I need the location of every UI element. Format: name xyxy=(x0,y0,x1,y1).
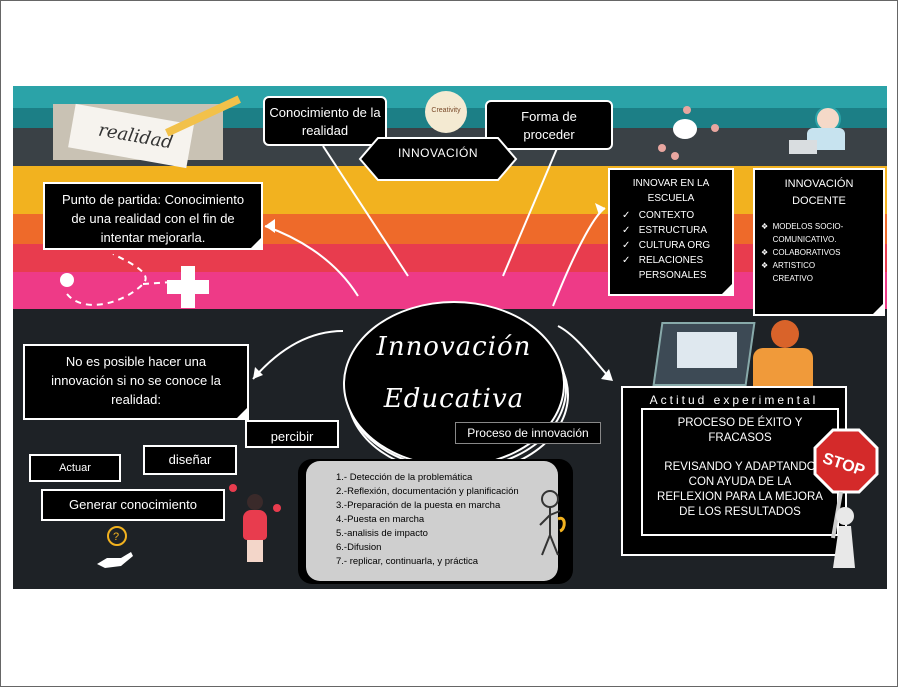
stop-sign-figure-image: STOP xyxy=(813,428,879,568)
conocimiento-realidad-label: Conocimiento de la realidad xyxy=(269,105,381,138)
list-item: 4.-Puesta en marcha xyxy=(336,514,425,525)
actitud-line2: REVISANDO Y ADAPTANDO CON AYUDA DE LA RE… xyxy=(657,461,823,518)
actuar-label: Actuar xyxy=(59,462,91,474)
conocimiento-realidad-box: Conocimiento de la realidad xyxy=(263,96,387,146)
center-title-line2: Educativa xyxy=(383,384,525,414)
punto-partida-label: Punto de partida: Conocimiento de una re… xyxy=(61,192,245,245)
punto-partida-box: Punto de partida: Conocimiento de una re… xyxy=(43,182,263,250)
forma-proceder-box: Forma de proceder xyxy=(485,100,613,150)
generar-conocimiento-box: Generar conocimiento xyxy=(41,489,225,521)
innovacion-hexagon xyxy=(358,137,518,181)
percibir-box: percibir xyxy=(245,420,339,448)
list-item: ❖ COLABORATIVOS xyxy=(761,248,841,257)
line-to-no-es-posible xyxy=(252,330,344,380)
dashed-path-decoration xyxy=(60,254,209,308)
no-es-posible-label: No es posible hacer una innovación si no… xyxy=(51,354,221,407)
girl-laptop-image xyxy=(785,96,855,156)
innovacion-docente-fold xyxy=(871,302,885,316)
no-es-posible-box: No es posible hacer una innovación si no… xyxy=(23,344,249,420)
actitud-box: Actitud experimental PROCESO DE ÉXITO Y … xyxy=(621,386,847,556)
list-item: ❖ ARTISTICO CREATIVO xyxy=(761,261,816,283)
disenar-label: diseñar xyxy=(168,452,212,467)
proceso-steps-box: 1.- Detección de la problemática 2.-Refl… xyxy=(298,459,573,584)
list-item: 6.-Difusion xyxy=(336,542,382,553)
punto-partida-fold xyxy=(249,236,263,250)
list-item: ✓ CULTURA ORG xyxy=(622,240,711,251)
list-item: ✓ CONTEXTO xyxy=(622,210,695,221)
actitud-inner-box: PROCESO DE ÉXITO Y FRACASOS REVISANDO Y … xyxy=(641,408,839,536)
actuar-box: Actuar xyxy=(29,454,121,482)
mindmap-canvas: realidad Creativity Conocimiento de la r… xyxy=(13,86,887,589)
designer-computer-image xyxy=(652,318,833,390)
list-item: 2.-Reflexión, documentación y planificac… xyxy=(336,486,519,497)
list-item: 3.-Preparación de la puesta en marcha xyxy=(336,500,501,511)
disenar-box: diseñar xyxy=(143,445,237,475)
list-item: ✓ ESTRUCTURA xyxy=(622,225,708,236)
line-to-actitud xyxy=(557,325,611,379)
innovacion-label: INNOVACIÓN xyxy=(397,146,479,160)
people-network-icon xyxy=(653,104,723,164)
innovacion-docente-box: INNOVACIÓN DOCENTE ❖ MODELOS SOCIO-COMUN… xyxy=(753,168,885,316)
percibir-label: percibir xyxy=(270,429,314,444)
innovacion-docente-title: INNOVACIÓN DOCENTE xyxy=(784,178,854,207)
list-item: ✓ RELACIONES PERSONALES xyxy=(622,255,707,281)
hand-lightbulb-icon: ? xyxy=(97,526,133,568)
list-item: ❖ MODELOS SOCIO-COMUNICATIVO. xyxy=(761,222,844,244)
realidad-paper-image: realidad xyxy=(53,95,241,169)
actitud-line1: PROCESO DE ÉXITO Y FRACASOS xyxy=(677,417,803,444)
creativity-bulb-icon: Creativity xyxy=(425,91,467,133)
innovar-escuela-box: INNOVAR EN LA ESCUELA ✓ CONTEXTO ✓ ESTRU… xyxy=(608,168,734,296)
actitud-title: Actitud experimental xyxy=(649,393,819,407)
proceso-innovacion-title: Proceso de innovación xyxy=(467,426,589,440)
list-item: 1.- Detección de la problemática xyxy=(336,472,473,483)
innovar-escuela-fold xyxy=(720,282,734,296)
list-item: 5.-analisis de impacto xyxy=(336,528,428,539)
center-title-line1: Innovación xyxy=(376,332,532,362)
line-to-punto xyxy=(264,225,359,297)
innovar-escuela-title: INNOVAR EN LA ESCUELA xyxy=(632,178,710,204)
generar-conocimiento-label: Generar conocimiento xyxy=(69,497,197,512)
proceso-innovacion-box: Proceso de innovación xyxy=(455,422,601,444)
list-item: 7.- replicar, continuarla, y práctica xyxy=(336,556,479,567)
line-to-conocimiento xyxy=(322,145,409,277)
forma-proceder-label: Forma de proceder xyxy=(521,109,577,142)
connector-lines xyxy=(252,145,613,471)
svg-text:?: ? xyxy=(113,531,119,543)
woman-juggling-image xyxy=(225,482,285,572)
thinking-figure-icon xyxy=(539,490,566,556)
no-es-posible-fold xyxy=(235,406,249,420)
line-to-escuela xyxy=(552,207,606,307)
line-to-forma xyxy=(502,145,559,277)
